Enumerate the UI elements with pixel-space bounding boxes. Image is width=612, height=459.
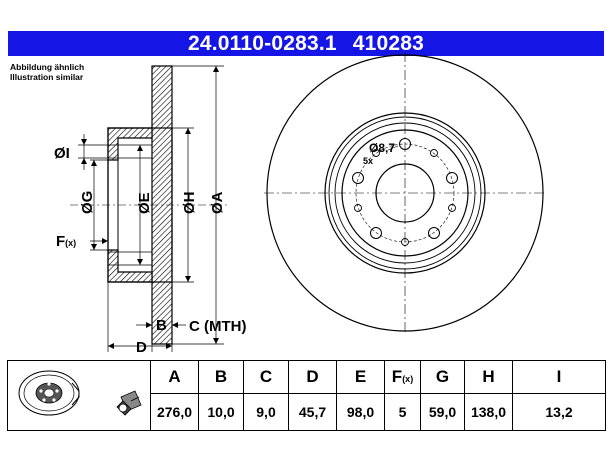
value-f: 5	[384, 392, 421, 432]
article-number: 410283	[352, 32, 425, 55]
header-g: G	[420, 360, 465, 394]
dim-d-label: D	[136, 339, 147, 356]
spec-table: A B C D E F(x) G H I 276,0 10,0 9,0 45,7…	[7, 360, 606, 432]
header-i: I	[512, 360, 606, 394]
header-bar: 24.0110-0283.1 410283	[8, 31, 604, 56]
value-c: 9,0	[243, 392, 289, 432]
technical-drawing: ØI ØG ØE ØH ØA F(x)	[54, 52, 546, 356]
dim-h-label: ØH	[181, 192, 198, 215]
table-value-row: 276,0 10,0 9,0 45,7 98,0 5 59,0 138,0 13…	[8, 392, 606, 432]
part-number: 24.0110-0283.1	[187, 32, 337, 55]
bolt-holes	[352, 138, 458, 239]
bolt-count: 5x	[363, 156, 373, 166]
disc-thumbnail	[7, 360, 151, 431]
header-d: D	[288, 360, 337, 394]
header-f: F(x)	[384, 360, 421, 394]
value-d: 45,7	[288, 392, 337, 432]
note-line-en: Illustration similar	[10, 72, 84, 82]
value-i: 13,2	[512, 392, 606, 432]
hat-upper	[107, 127, 153, 161]
header-c: C	[243, 360, 289, 394]
disc-thumbnail-image	[18, 370, 142, 416]
dim-b-label: B	[156, 317, 167, 334]
hat-lower	[107, 249, 153, 283]
dim-a-label: ØA	[209, 191, 226, 214]
section-view: ØI ØG ØE ØH ØA F(x)	[54, 65, 246, 356]
header-a: A	[150, 360, 199, 394]
small-holes	[354, 149, 456, 246]
value-b: 10,0	[198, 392, 244, 432]
dim-i-label: ØI	[54, 145, 70, 162]
value-e: 98,0	[336, 392, 385, 432]
dim-f-label: F(x)	[56, 233, 76, 250]
dim-c-label: C (MTH)	[189, 318, 246, 335]
header-b: B	[198, 360, 244, 394]
header-e: E	[336, 360, 385, 394]
value-h: 138,0	[464, 392, 513, 432]
header-title: 24.0110-0283.1 410283	[8, 31, 604, 56]
header-h: H	[464, 360, 513, 394]
dim-g-label: ØG	[79, 191, 96, 214]
bolt-hole-size: Ø8,7	[369, 141, 395, 155]
value-g: 59,0	[420, 392, 465, 432]
dim-e-label: ØE	[136, 192, 153, 214]
illustration-note: Abbildung ähnlich Illustration similar	[10, 62, 84, 82]
table-header-row: A B C D E F(x) G H I	[7, 360, 606, 431]
header-f-sub: (x)	[402, 373, 414, 384]
wheel-bolt-icon	[116, 390, 142, 416]
value-a: 276,0	[150, 392, 199, 432]
front-view	[264, 52, 546, 334]
note-line-de: Abbildung ähnlich	[10, 62, 85, 72]
